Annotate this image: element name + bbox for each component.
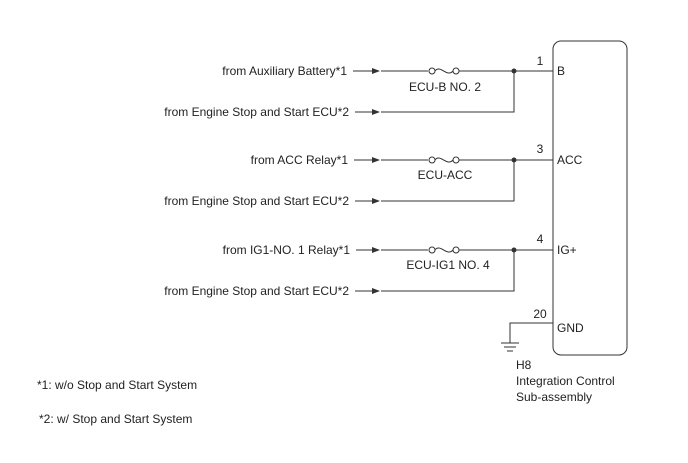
pin-number: 4	[537, 232, 544, 246]
secondary-source-label: from Engine Stop and Start ECU*2	[164, 194, 349, 208]
terminal-label: B	[557, 64, 565, 78]
component-code: H8	[516, 358, 532, 372]
source-label-ig1-relay: from IG1-NO. 1 Relay*1	[223, 243, 351, 257]
component-name-line2: Sub-assembly	[516, 390, 592, 404]
component-name-line1: Integration Control	[516, 374, 615, 388]
ground-icon	[501, 342, 519, 352]
fuse-label: ECU-ACC	[418, 168, 473, 182]
fuse-symbol	[428, 246, 460, 254]
pin-number: 3	[537, 142, 544, 156]
circuit-acc: from ACC Relay*1 ECU-ACC from Engine Sto…	[164, 142, 582, 208]
note-without-stop-start: *1: w/o Stop and Start System	[37, 378, 197, 392]
circuit-ig: from IG1-NO. 1 Relay*1 ECU-IG1 NO. 4 fro…	[164, 232, 576, 298]
terminal-label: ACC	[557, 153, 583, 167]
terminal-label: GND	[557, 321, 584, 335]
wire	[381, 71, 515, 113]
fuse-label: ECU-IG1 NO. 4	[406, 258, 490, 272]
secondary-source-label: from Engine Stop and Start ECU*2	[164, 105, 349, 119]
ground-wire	[509, 322, 553, 343]
terminal-label: IG+	[557, 243, 577, 257]
note-with-stop-start: *2: w/ Stop and Start System	[39, 412, 192, 426]
fuse-symbol	[428, 156, 460, 164]
source-label-auxiliary-battery: from Auxiliary Battery*1	[222, 64, 347, 78]
wire	[381, 250, 515, 292]
circuit-b: from Auxiliary Battery*1 ECU-B NO. 2 fro…	[164, 54, 565, 119]
component-box	[552, 40, 628, 356]
pin-number: 1	[537, 54, 544, 68]
ground-circuit: 20 GND	[501, 307, 584, 352]
pin-number: 20	[533, 307, 547, 321]
source-label-acc-relay: from ACC Relay*1	[251, 153, 349, 167]
fuse-label: ECU-B NO. 2	[409, 80, 481, 94]
secondary-source-label: from Engine Stop and Start ECU*2	[164, 284, 349, 298]
fuse-symbol	[428, 67, 460, 75]
wire	[381, 160, 515, 202]
